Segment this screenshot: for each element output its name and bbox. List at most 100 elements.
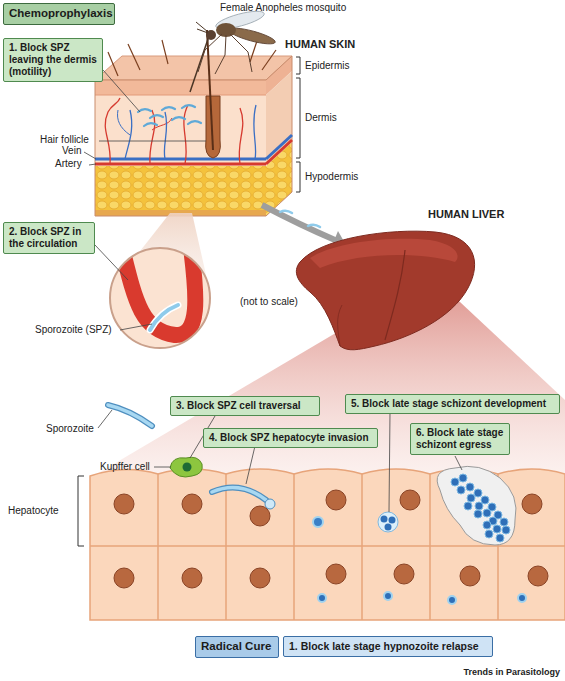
- skin-block: [266, 134, 292, 166]
- hepatocyte-sheet: [361, 474, 363, 620]
- magnified-vessel: [150, 305, 178, 330]
- dermis-sporozoites: [150, 115, 163, 118]
- layer-bracket: [296, 57, 300, 74]
- hair-follicle: [108, 52, 118, 76]
- cell-nucleus: [394, 564, 414, 584]
- leader-line: [154, 467, 171, 468]
- liver-stage-parasite: [313, 517, 323, 527]
- part-label: Sporozoite: [46, 423, 94, 435]
- leader-line: [95, 245, 128, 280]
- box-text: 3. Block SPZ cell traversal: [176, 400, 314, 412]
- organ-label: HUMAN SKIN: [285, 38, 355, 51]
- blood-vessel: [266, 140, 292, 164]
- liver-stage-parasite: [313, 512, 398, 532]
- zoom-wedge: [90, 288, 565, 478]
- box-text: Radical Cure: [201, 640, 273, 654]
- kupffer-cell: [170, 457, 202, 477]
- hepatocyte-sheet: [225, 474, 227, 620]
- skin-block: [95, 95, 266, 96]
- mosquito: [230, 34, 252, 72]
- part-label: Hepatocyte: [8, 505, 59, 517]
- travel-arrow: [262, 205, 346, 248]
- liver-stage-parasite: [389, 517, 396, 524]
- mosquito: [190, 8, 276, 92]
- magnifier: [110, 213, 210, 348]
- hair-follicle: [108, 30, 276, 158]
- layer-bracket: [296, 78, 300, 158]
- part-label: Hair follicle: [40, 134, 89, 146]
- kupffer-cell: [183, 463, 192, 472]
- dermis-sporozoites: [162, 107, 175, 110]
- merosome: [475, 502, 483, 510]
- liver-stage-parasite: [381, 516, 388, 523]
- zoom-wedge: [90, 288, 565, 478]
- cell-nucleus: [522, 494, 542, 514]
- layer-bracket: [296, 57, 300, 192]
- dermis-sporozoites: [188, 121, 201, 124]
- magnifier: [110, 248, 210, 348]
- dermis-sporozoites: [144, 123, 157, 126]
- vector-label: Female Anopheles mosquito: [220, 2, 346, 14]
- liver: [338, 305, 342, 346]
- merosome: [437, 466, 516, 545]
- box-text: Chemoprophylaxis: [9, 7, 109, 21]
- blood-vessel: [105, 98, 120, 164]
- cell-nucleus: [528, 566, 548, 586]
- merosome: [500, 518, 508, 526]
- dermis-sporozoites: [172, 117, 185, 120]
- sporozoite: [108, 405, 275, 509]
- target-box: 6. Block late stage schizont egress: [410, 423, 510, 455]
- mosquito: [216, 23, 236, 37]
- merosome: [459, 474, 467, 482]
- hepatocyte-bracket: [78, 476, 84, 546]
- blood-vessel: [95, 158, 266, 161]
- blood-vessel: [266, 135, 292, 159]
- travel-arrow: [280, 211, 292, 213]
- dermis-sporozoites: [182, 105, 195, 108]
- liver: [296, 231, 474, 350]
- hypnozoite: [448, 596, 456, 604]
- layer-label: Hypodermis: [305, 171, 358, 183]
- merosome: [481, 496, 489, 504]
- merosome: [493, 525, 501, 533]
- layer-label: Dermis: [305, 112, 337, 124]
- sporozoite: [108, 405, 152, 426]
- merosome: [483, 509, 491, 517]
- mosquito: [215, 35, 226, 74]
- merosome: [483, 521, 491, 529]
- blood-vessel: [118, 110, 131, 135]
- hair-follicle: [162, 40, 168, 64]
- mosquito: [196, 22, 208, 32]
- merosome: [496, 534, 504, 542]
- dermis-sporozoites: [138, 105, 201, 126]
- layer-label: Epidermis: [305, 60, 349, 72]
- merosome: [464, 502, 472, 510]
- cell-nucleus: [114, 568, 134, 588]
- blood-vessel: [95, 98, 292, 164]
- cell-nucleus: [250, 506, 270, 526]
- hair-follicle: [207, 30, 213, 150]
- hair-follicle: [128, 44, 140, 70]
- mosquito: [197, 29, 208, 33]
- blood-vessel: [239, 108, 243, 164]
- mosquito: [190, 39, 208, 92]
- organ-label: HUMAN LIVER: [428, 208, 504, 221]
- target-box: 1. Block SPZ leaving the dermis (motilit…: [3, 38, 103, 82]
- magnified-vessel: [150, 305, 178, 330]
- box-text: 4. Block SPZ hepatocyte invasion: [209, 432, 372, 444]
- hypnozoite: [318, 592, 526, 604]
- hypnozoite: [384, 592, 392, 600]
- liver: [296, 231, 474, 350]
- hypnozoite: [318, 594, 326, 602]
- merosome: [467, 494, 475, 502]
- cell-nucleus: [182, 494, 202, 514]
- target-box: 3. Block SPZ cell traversal: [170, 396, 320, 416]
- part-label: Artery: [55, 158, 82, 170]
- leader-line: [84, 152, 96, 159]
- merosome: [466, 483, 474, 491]
- part-label: Vein: [62, 145, 81, 157]
- merosome: [457, 486, 465, 494]
- layer-bracket: [296, 162, 300, 192]
- section-heading-box: Radical Cure: [195, 636, 279, 658]
- target-box: 2. Block SPZ in the circulation: [3, 222, 95, 254]
